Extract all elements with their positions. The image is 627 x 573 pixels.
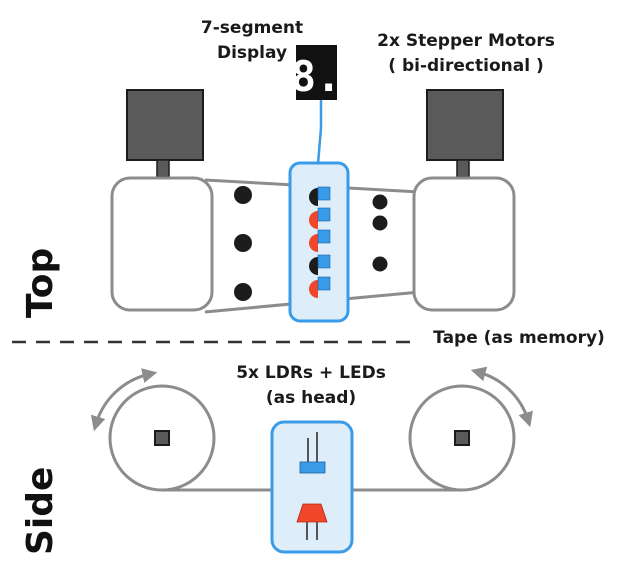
display-label-line2: Display bbox=[217, 43, 287, 63]
head-label-line1: 5x LDRs + LEDs bbox=[236, 363, 386, 383]
tape-label: Tape (as memory) bbox=[433, 328, 605, 348]
side-view-label: Side bbox=[20, 467, 61, 555]
led-blue bbox=[317, 186, 331, 201]
ldr-red bbox=[309, 234, 318, 252]
ldr-black bbox=[309, 257, 318, 275]
seven-segment-display-icon: 8. bbox=[291, 45, 342, 101]
display-label-line1: 7-segment bbox=[201, 18, 303, 38]
led-blue bbox=[317, 207, 331, 222]
led-blue bbox=[317, 254, 331, 269]
side-view: 5x LDRs + LEDs (as head) Side bbox=[20, 363, 533, 555]
ldr-black bbox=[309, 188, 318, 206]
tape-hole bbox=[372, 256, 388, 272]
right-motor-body bbox=[426, 89, 504, 161]
right-motor-shaft bbox=[456, 159, 470, 178]
tape-hole bbox=[234, 186, 252, 204]
ldr-red bbox=[309, 280, 318, 298]
motors-label-line1: 2x Stepper Motors bbox=[377, 31, 555, 51]
top-view: 8. 7-segment Display 2x Stepper Motors (… bbox=[20, 18, 555, 323]
head-box-side bbox=[270, 420, 354, 554]
tape-hole bbox=[372, 194, 388, 210]
head-label-line2: (as head) bbox=[266, 388, 356, 408]
display-wire bbox=[316, 100, 323, 165]
sensor-row bbox=[309, 186, 331, 206]
left-motor-body bbox=[126, 89, 204, 161]
sensor-row bbox=[309, 207, 331, 229]
sensor-row bbox=[309, 276, 331, 298]
sensor-row bbox=[309, 254, 331, 275]
ldr-red bbox=[309, 211, 318, 229]
led-blue bbox=[317, 276, 331, 291]
ldr-side-icon bbox=[296, 503, 328, 540]
curved-double-arrow-icon bbox=[90, 368, 158, 432]
sensor-row bbox=[309, 229, 331, 252]
tape-hole bbox=[234, 283, 252, 301]
right-spool-axle bbox=[454, 430, 470, 446]
led-side-icon bbox=[299, 432, 326, 474]
left-motor-shaft bbox=[156, 159, 170, 178]
tape-hole bbox=[372, 215, 388, 231]
right-spool-top bbox=[412, 176, 516, 312]
led-blue bbox=[317, 229, 331, 244]
curved-double-arrow-icon bbox=[470, 366, 533, 428]
left-spool-axle bbox=[154, 430, 170, 446]
top-view-label: Top bbox=[20, 248, 61, 318]
left-spool-top bbox=[110, 176, 214, 312]
tape-hole bbox=[234, 234, 252, 252]
display-glyph: 8. bbox=[291, 52, 342, 101]
motors-label-line2: ( bi-directional ) bbox=[388, 56, 543, 76]
